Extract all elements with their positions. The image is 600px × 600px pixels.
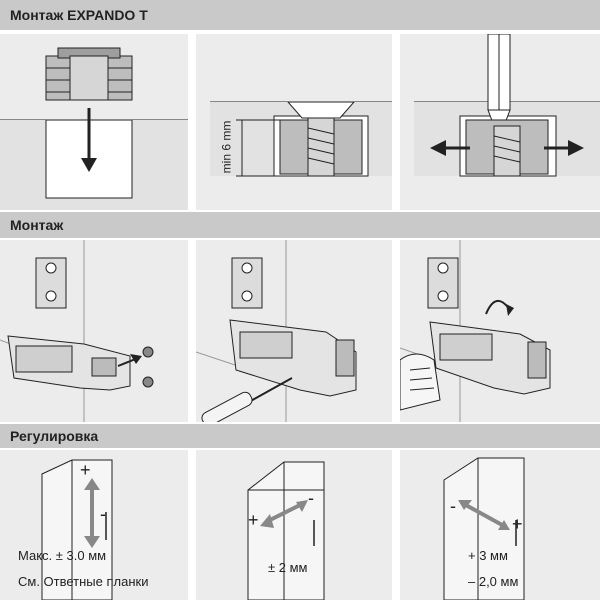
expando-panel-depth: min 6 mm xyxy=(196,34,392,210)
expando-depth-illustration xyxy=(210,101,392,177)
section-header-expando: Монтаж EXPANDO T xyxy=(0,0,600,30)
adjust-side-caption-1: + 3 мм xyxy=(468,548,508,563)
adjust-vertical-minus: - xyxy=(100,504,106,524)
adjust-side-illustration xyxy=(443,457,525,600)
adjust-side-plus: + xyxy=(512,514,523,534)
section-title-mount: Монтаж xyxy=(10,217,64,233)
section-title-expando: Монтаж EXPANDO T xyxy=(10,7,148,23)
expando-panel-insert xyxy=(0,34,188,210)
section-header-mount: Монтаж xyxy=(0,212,600,238)
adjust-vertical-plus: + xyxy=(80,460,91,480)
adjust-depth-minus: - xyxy=(308,488,314,508)
mount-illustration-3 xyxy=(400,240,551,422)
section-header-adjust: Регулировка xyxy=(0,424,600,448)
mount-illustration-1 xyxy=(0,240,154,422)
section-title-adjust: Регулировка xyxy=(10,428,99,444)
expando-expand-illustration xyxy=(414,34,600,177)
adjust-panel-vertical: + - Макс. ± 3.0 мм См. Ответные планки xyxy=(0,450,188,600)
adjust-vertical-caption-1: Макс. ± 3.0 мм xyxy=(18,548,107,563)
adjust-side-minus: - xyxy=(450,496,456,516)
adjust-vertical-caption-2: См. Ответные планки xyxy=(18,574,149,589)
mount-panel-2 xyxy=(196,240,392,422)
mount-panel-1 xyxy=(0,240,188,422)
adjust-depth-caption: ± 2 мм xyxy=(268,560,308,575)
depth-label: min 6 mm xyxy=(214,121,238,174)
mount-panel-3 xyxy=(400,240,600,422)
adjust-depth-plus: + xyxy=(248,510,259,530)
adjust-vertical-illustration xyxy=(41,459,113,600)
adjust-side-caption-2: – 2,0 мм xyxy=(468,574,519,589)
adjust-panel-side: - + + 3 мм – 2,0 мм xyxy=(400,450,600,600)
expando-panel-expand xyxy=(400,34,600,210)
adjust-depth-illustration xyxy=(247,461,325,600)
adjust-panel-depth: + - ± 2 мм xyxy=(196,450,392,600)
depth-label-value: 6 mm xyxy=(219,120,234,151)
mount-illustration-2 xyxy=(196,240,357,422)
expando-insert-illustration xyxy=(0,47,188,210)
depth-label-min: min xyxy=(219,154,234,174)
